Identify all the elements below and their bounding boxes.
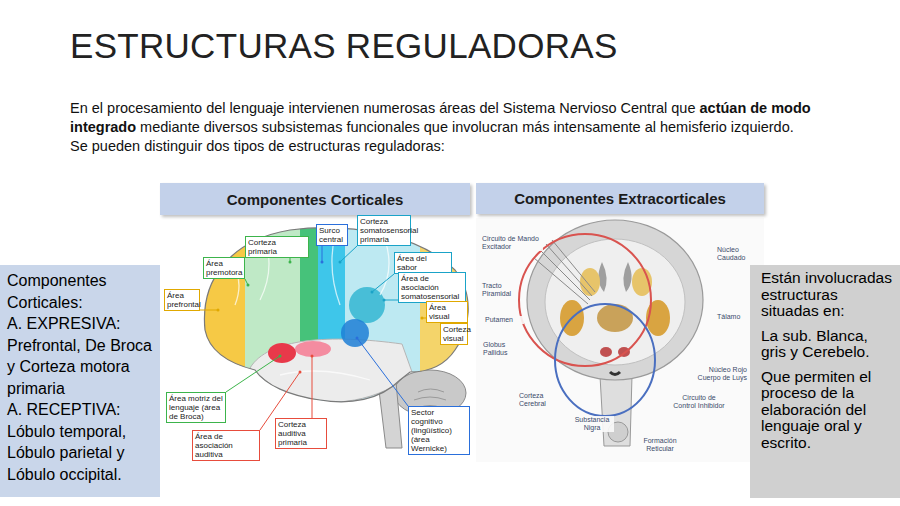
box-text: A. RECEPTIVA: Lóbulo temporal, Lóbulo pa… [7,399,156,485]
area-label-box: Área prefrontal [164,289,200,311]
area-label-box: Surco central [316,224,348,246]
putamen [646,300,670,336]
excitatory-circuit [519,234,651,366]
caudate [580,268,600,296]
box-text: A. EXPRESIVA: Prefrontal, De Broca y Cor… [7,313,156,399]
area-label-box: Área premotora [203,257,245,279]
leader-line [322,246,323,262]
area-label-box: Corteza auditiva primaria [275,418,327,449]
ventricles [598,262,631,292]
area-label: Área visual [429,303,465,321]
brain-outline [204,228,468,402]
area-label-box: Corteza primaria [245,236,309,258]
intro-text: En el procesamiento del lenguaje intervi… [70,100,695,116]
structure-label: Núcleo Caudado [716,246,756,262]
area-label-box: Área de asociación auditiva [192,430,260,461]
area-label: Corteza auditiva primaria [278,420,324,447]
area-label: Área de asociación somatosensorial [401,274,463,301]
area-label-box: Área del sabor [394,252,452,274]
slide-title: ESTRUCTURAS REGULADORAS [70,26,618,66]
leader-dot [311,355,314,358]
intro-paragraph: En el procesamiento del lenguaje intervi… [70,99,870,156]
leader-line [384,300,398,301]
area-label: Sector cognitivo (lingüístico) (área Wer… [411,408,467,453]
leader-dot [356,337,359,340]
area-label: Área motriz del lenguaje (área de Broca) [169,394,223,421]
intro-text: Se pueden distinguir dos tipos de estruc… [70,138,445,154]
nigra [610,372,620,375]
header-band: Componentes Extracorticales [476,183,764,214]
box-text: Componentes Corticales [227,191,404,208]
white-matter [545,239,685,365]
leader-line [357,338,408,406]
leader-dot [299,371,302,374]
leader-dot [383,299,386,302]
leader-line [372,274,394,292]
red-nucleus [600,347,612,357]
box-text: Componentes Extracorticales [514,190,726,207]
leader-line [226,356,280,392]
structure-label: Circuito de Mando Excitador [481,235,543,251]
thalamus [597,304,633,332]
intro-text: mediante diversos subsistemas funcionale… [140,119,794,135]
leader-dot [289,261,292,264]
area-label: Surco central [319,226,345,244]
brain-regions [195,215,480,415]
leader-dot [339,261,342,264]
area-label: Área premotora [206,259,242,277]
structure-label: Tracto Piramidal [481,282,517,298]
cortical-summary-box: Componentes Corticales:A. EXPRESIVA: Pre… [0,265,160,497]
area-label-box: Sector cognitivo (lingüístico) (área Wer… [408,406,470,455]
area-label: Área de asociación auditiva [195,432,257,459]
area-label-box: Corteza somatosensorial primaria [357,215,411,246]
structure-label: Globus Pallidus [482,341,518,357]
structure-label: Núcleo Rojo Cuerpo de Luys [690,366,748,382]
leader-dot [321,261,324,264]
header-band: Componentes Corticales [160,183,470,215]
box-text: Que permiten el proceso de la elaboració… [761,369,894,452]
leader-dot [421,317,424,320]
leader-line [340,246,357,262]
area-label-box: Área visual [426,301,468,323]
area-label: Área del sabor [397,254,449,272]
cortex [527,220,703,380]
leader-dot [371,291,374,294]
leader-dot [279,355,282,358]
structure-label: Corteza Cerebral [518,392,556,408]
structure-label: Putamen [484,316,524,324]
structure-label: Formación Reticular [638,437,682,453]
area-label: Corteza primaria [248,238,306,256]
image-ground [476,218,764,462]
box-text: Están involucradas estructuras situadas … [761,270,894,320]
box-text: La sub. Blanca, gris y Cerebelo. [761,328,894,361]
leader-line [312,356,313,418]
box-text: Componentes Corticales: [7,270,156,313]
area-label-box: Corteza visual [440,323,468,345]
structure-label: Substancia Nigra [570,416,614,432]
leader-dot [247,284,250,287]
area-label: Corteza somatosensorial primaria [360,217,408,244]
area-label-box: Área motriz del lenguaje (área de Broca) [166,392,226,423]
extracortical-summary-box: Están involucradas estructuras situadas … [750,265,900,498]
structure-label: Tálamo [716,313,748,321]
structure-label: Circuito de Control Inhibidor [672,394,726,410]
area-label: Corteza visual [443,325,465,343]
area-label: Área prefrontal [167,291,197,309]
leader-line [200,310,218,311]
inhibitory-circuit [555,304,655,416]
area-label-box: Área de asociación somatosensorial [398,272,466,303]
leader-dot [217,309,220,312]
